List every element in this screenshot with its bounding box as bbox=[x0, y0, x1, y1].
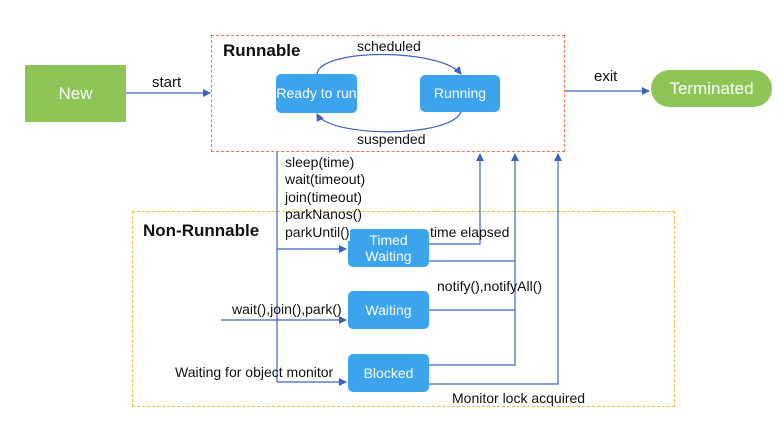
start-label: start bbox=[152, 74, 182, 91]
object-monitor-label: Waiting for object monitor bbox=[175, 364, 334, 380]
non-runnable-title: Non-Runnable bbox=[143, 221, 260, 240]
exit-label: exit bbox=[594, 68, 618, 85]
join-timeout-label: join(timeout) bbox=[285, 189, 363, 205]
monitor-lock-arrow bbox=[429, 153, 562, 385]
state-new: New bbox=[25, 65, 126, 122]
state-terminated: Terminated bbox=[651, 70, 772, 107]
runnable-title: Runnable bbox=[223, 41, 301, 60]
sleep-label: sleep(time) bbox=[285, 154, 355, 170]
wait-timeout-label: wait(timeout) bbox=[285, 171, 366, 187]
non-runnable-region bbox=[132, 211, 675, 407]
state-running: Running bbox=[420, 75, 500, 112]
time-elapsed-label: time elapsed bbox=[430, 224, 510, 240]
state-waiting: Waiting bbox=[348, 291, 429, 329]
suspended-arrow bbox=[316, 111, 462, 133]
wait-join-park-label: wait(),join(),park() bbox=[232, 301, 342, 317]
scheduled-arrow bbox=[316, 53, 462, 75]
suspended-label: suspended bbox=[357, 131, 426, 147]
scheduled-label: scheduled bbox=[357, 38, 421, 54]
state-blocked: Blocked bbox=[348, 354, 429, 392]
blocked-notify-link bbox=[429, 310, 516, 366]
time-elapsed-arrow bbox=[429, 153, 484, 245]
notify-label: notify(),notifyAll() bbox=[437, 278, 543, 294]
parknanos-label: parkNanos() bbox=[285, 206, 363, 222]
state-ready-to-run: Ready to run bbox=[276, 74, 357, 113]
monitor-lock-label: Monitor lock acquired bbox=[452, 390, 586, 406]
parkuntil-label: parkUntil() bbox=[285, 224, 350, 241]
state-timed-waiting: Timed Waiting bbox=[348, 229, 429, 267]
runnable-region bbox=[211, 35, 565, 152]
